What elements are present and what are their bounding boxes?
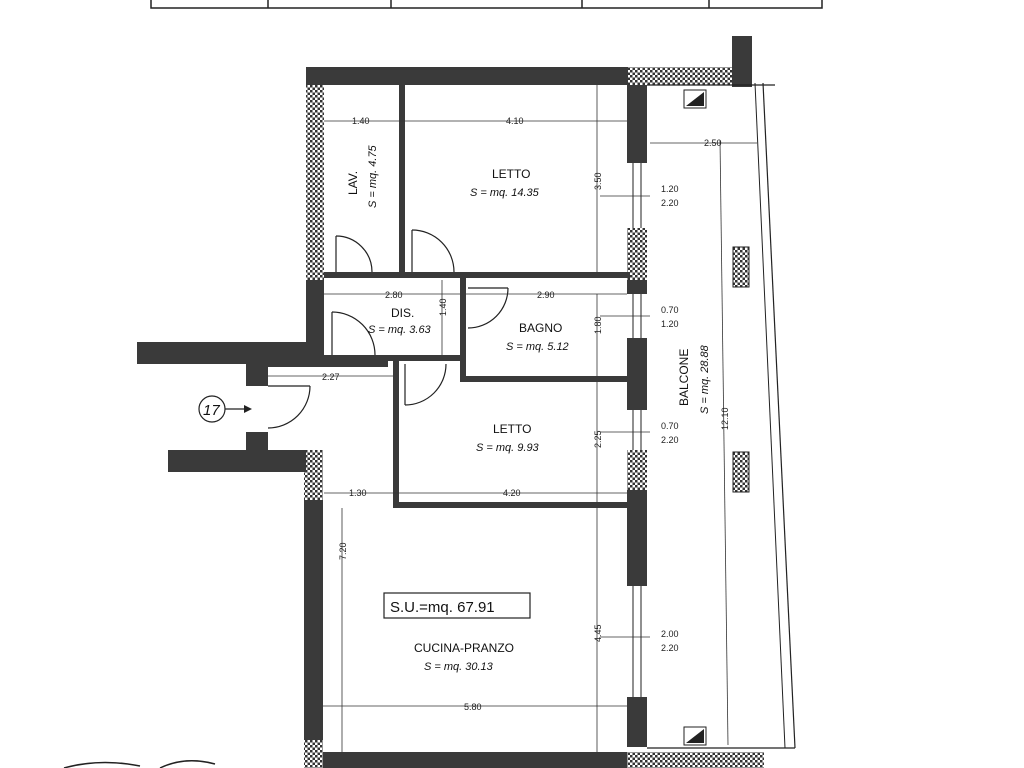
- wall-entrance-jamb-top: [246, 364, 268, 386]
- dim-2-50: 2.50: [704, 138, 722, 148]
- drain-bottom-icon: [683, 726, 707, 746]
- interior-walls: [324, 85, 630, 508]
- wall-entrance-top-right: [250, 359, 388, 367]
- header-table-fragment: [150, 0, 823, 9]
- wall-entrance-bottom: [168, 450, 306, 472]
- dim-1-40-top: 1.40: [352, 116, 370, 126]
- balcony: [647, 82, 796, 749]
- window-dim-1-top: 1.20: [661, 184, 679, 194]
- drain-top-icon: [683, 89, 707, 109]
- wall-left-lower: [304, 450, 323, 768]
- window-dim-2-top: 0.70: [661, 305, 679, 315]
- door-letto2-icon: [404, 363, 447, 406]
- balcony-column-2: [732, 451, 750, 493]
- room-dis-name: DIS.: [391, 306, 414, 320]
- wall-bottom-solid: [323, 752, 627, 768]
- dim-1-30: 1.30: [349, 488, 367, 498]
- dim-1-80: 1.80: [593, 316, 603, 334]
- wall-lav-letto: [399, 85, 405, 275]
- wall-letto2-left: [393, 360, 399, 508]
- room-balcone-name: BALCONE: [677, 349, 691, 406]
- wall-bagno-bottom: [466, 376, 627, 382]
- window-dim-2-bottom: 1.20: [661, 319, 679, 329]
- wall-right-3: [627, 338, 647, 410]
- unit-marker: 17: [198, 395, 252, 423]
- dim-4-20: 4.20: [503, 488, 521, 498]
- dim-2-90: 2.90: [537, 290, 555, 300]
- wall-top-hatch-right: [628, 67, 738, 85]
- room-bagno-area: S = mq. 5.12: [506, 341, 569, 353]
- total-area-box: S.U.=mq. 67.91: [383, 592, 531, 619]
- dim-4-45: 4.45: [593, 624, 603, 642]
- wall-entrance-jamb-bottom: [246, 432, 268, 454]
- room-bagno-name: BAGNO: [519, 321, 562, 335]
- window-dim-3-top: 0.70: [661, 421, 679, 431]
- room-letto2-area: S = mq. 9.93: [476, 442, 540, 454]
- wall-right-2: [627, 280, 647, 294]
- wall-letto2-bottom: [393, 502, 629, 508]
- dim-7-20: 7.20: [338, 542, 348, 560]
- wall-entrance-top: [137, 342, 307, 364]
- door-entrance-icon: [267, 385, 311, 429]
- wall-right-4: [627, 490, 647, 586]
- wall-left-lower-hatch: [304, 450, 323, 500]
- dim-5-80: 5.80: [464, 702, 482, 712]
- window-dim-1-bottom: 2.20: [661, 198, 679, 208]
- wall-dis-left: [324, 276, 330, 356]
- room-letto1-area: S = mq. 14.35: [470, 187, 540, 199]
- wall-right-4-hatch: [627, 450, 647, 490]
- room-cucina-name: CUCINA-PRANZO: [414, 641, 514, 655]
- wall-right-1: [627, 85, 647, 163]
- door-bagno-icon: [467, 287, 509, 329]
- wall-left-upper-hatch: [306, 85, 324, 280]
- dim-12-10: 12.10: [720, 407, 730, 430]
- wall-top: [306, 67, 628, 85]
- total-area-label: S.U.=mq. 67.91: [390, 599, 495, 616]
- room-cucina-area: S = mq. 30.13: [424, 661, 494, 673]
- room-letto2-name: LETTO: [493, 422, 531, 436]
- stair-fragment: [63, 760, 216, 768]
- dim-2-27: 2.27: [322, 372, 340, 382]
- doors: [267, 229, 509, 429]
- dimension-lines: [268, 85, 757, 752]
- wall-right-2-hatch: [627, 228, 647, 290]
- balcony-column-1: [732, 246, 750, 288]
- dim-2-25: 2.25: [593, 430, 603, 448]
- wall-right-5: [627, 697, 647, 747]
- door-dis-icon: [331, 311, 376, 356]
- unit-marker-number: 17: [203, 402, 220, 419]
- room-letto1-name: LETTO: [492, 167, 530, 181]
- window-dim-4-top: 2.00: [661, 629, 679, 639]
- dim-1-40-dis: 1.40: [438, 298, 448, 316]
- door-letto1-icon: [411, 229, 455, 273]
- room-dis-area: S = mq. 3.63: [368, 324, 432, 336]
- dim-3-50: 3.50: [593, 172, 603, 190]
- dim-4-10: 4.10: [506, 116, 524, 126]
- wall-h-upper-2: [460, 272, 630, 278]
- dim-2-80: 2.80: [385, 290, 403, 300]
- window-dim-4-bottom: 2.20: [661, 643, 679, 653]
- wall-pillar-top-right: [732, 36, 752, 87]
- outer-walls: [137, 36, 764, 768]
- wall-corridor-bottom: [324, 355, 464, 361]
- arrow-right-icon: [244, 405, 252, 413]
- room-lav-name: LAV.: [346, 171, 360, 195]
- room-balcone-area: S = mq. 28.88: [699, 344, 711, 414]
- window-dim-3-bottom: 2.20: [661, 435, 679, 445]
- room-lav-area: S = mq. 4.75: [367, 144, 379, 208]
- door-lav-icon: [335, 235, 373, 273]
- wall-bagno-left: [460, 278, 466, 382]
